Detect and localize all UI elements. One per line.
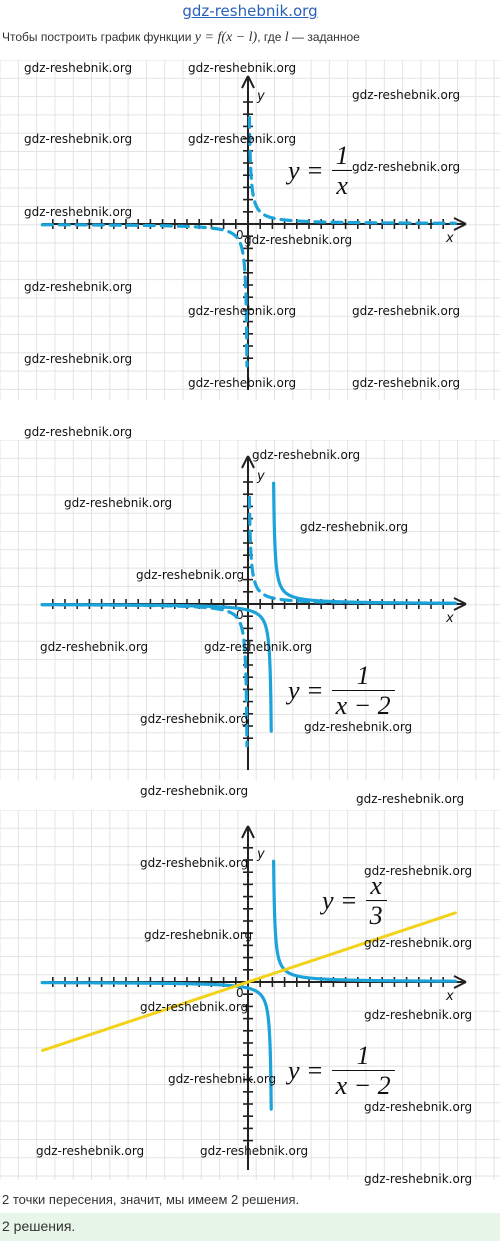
intro-formula: y = f(x − l) xyxy=(194,30,258,45)
watermark: gdz-reshebnik.org xyxy=(352,160,461,174)
x-axis-arrow xyxy=(453,597,467,611)
watermark: gdz-reshebnik.org xyxy=(64,496,173,510)
watermark: gdz-reshebnik.org xyxy=(140,712,249,726)
y-axis-label: y xyxy=(256,469,265,484)
watermark: gdz-reshebnik.org xyxy=(168,1072,277,1086)
watermark: gdz-reshebnik.org xyxy=(24,425,133,439)
watermark: gdz-reshebnik.org xyxy=(140,1000,249,1014)
answer-text: 2 решения. xyxy=(2,1218,76,1234)
y-axis-arrow xyxy=(241,455,255,469)
origin-label: 0 xyxy=(236,608,244,622)
graph-3-svg: x y 0 xyxy=(0,810,500,1180)
watermark: gdz-reshebnik.org xyxy=(364,1172,473,1186)
watermark: gdz-reshebnik.org xyxy=(24,132,133,146)
grid xyxy=(0,60,500,400)
watermark: gdz-reshebnik.org xyxy=(36,1144,145,1158)
watermark: gdz-reshebnik.org xyxy=(364,936,473,950)
watermark: gdz-reshebnik.org xyxy=(24,280,133,294)
watermark: gdz-reshebnik.org xyxy=(252,448,361,462)
watermark: gdz-reshebnik.org xyxy=(188,304,297,318)
series-line xyxy=(40,603,273,733)
y-axis-label: y xyxy=(256,89,265,104)
watermark: gdz-reshebnik.org xyxy=(188,132,297,146)
watermark: gdz-reshebnik.org xyxy=(140,784,249,798)
intro-text: Чтобы построить график функции y = f(x −… xyxy=(2,30,360,45)
site-link[interactable]: gdz-reshebnik.org xyxy=(182,2,318,20)
series-line xyxy=(41,911,457,1052)
y-axis-label: y xyxy=(256,847,265,862)
watermark: gdz-reshebnik.org xyxy=(24,352,133,366)
answer-box: 2 решения. xyxy=(0,1213,500,1241)
watermark: gdz-reshebnik.org xyxy=(188,376,297,390)
watermark: gdz-reshebnik.org xyxy=(352,376,461,390)
watermark: gdz-reshebnik.org xyxy=(40,640,149,654)
x-axis-arrow xyxy=(453,975,467,989)
x-axis-arrow xyxy=(453,217,467,231)
watermark: gdz-reshebnik.org xyxy=(244,233,353,247)
watermark: gdz-reshebnik.org xyxy=(144,928,253,942)
watermark: gdz-reshebnik.org xyxy=(24,61,133,75)
watermark: gdz-reshebnik.org xyxy=(304,720,413,734)
watermark: gdz-reshebnik.org xyxy=(364,1008,473,1022)
watermark: gdz-reshebnik.org xyxy=(364,1100,473,1114)
watermark: gdz-reshebnik.org xyxy=(352,304,461,318)
grid xyxy=(0,810,500,1180)
watermark: gdz-reshebnik.org xyxy=(188,61,297,75)
series-line xyxy=(272,481,457,605)
x-axis-label: x xyxy=(445,989,454,1004)
watermark: gdz-reshebnik.org xyxy=(356,792,465,806)
x-axis-label: x xyxy=(445,611,454,626)
watermark: gdz-reshebnik.org xyxy=(352,88,461,102)
x-axis-label: x xyxy=(445,231,454,246)
watermark: gdz-reshebnik.org xyxy=(24,205,133,219)
series-line xyxy=(40,223,249,368)
graph-1-svg: x y 0 xyxy=(0,60,500,400)
series-line xyxy=(247,115,457,225)
watermark: gdz-reshebnik.org xyxy=(200,1144,309,1158)
y-axis-arrow xyxy=(241,75,255,89)
watermark: gdz-reshebnik.org xyxy=(300,520,409,534)
watermark: gdz-reshebnik.org xyxy=(204,640,313,654)
conclusion-text: 2 точки пересения, значит, мы имеем 2 ре… xyxy=(2,1192,300,1207)
graph-2-svg: x y 0 xyxy=(0,440,500,780)
y-axis-arrow xyxy=(241,825,255,839)
watermark: gdz-reshebnik.org xyxy=(140,856,249,870)
watermark: gdz-reshebnik.org xyxy=(364,864,473,878)
series-line xyxy=(272,859,457,983)
origin-label: 0 xyxy=(236,228,244,242)
intro-variable: l xyxy=(284,30,289,45)
watermark: gdz-reshebnik.org xyxy=(136,568,245,582)
origin-label: 0 xyxy=(236,986,244,1000)
